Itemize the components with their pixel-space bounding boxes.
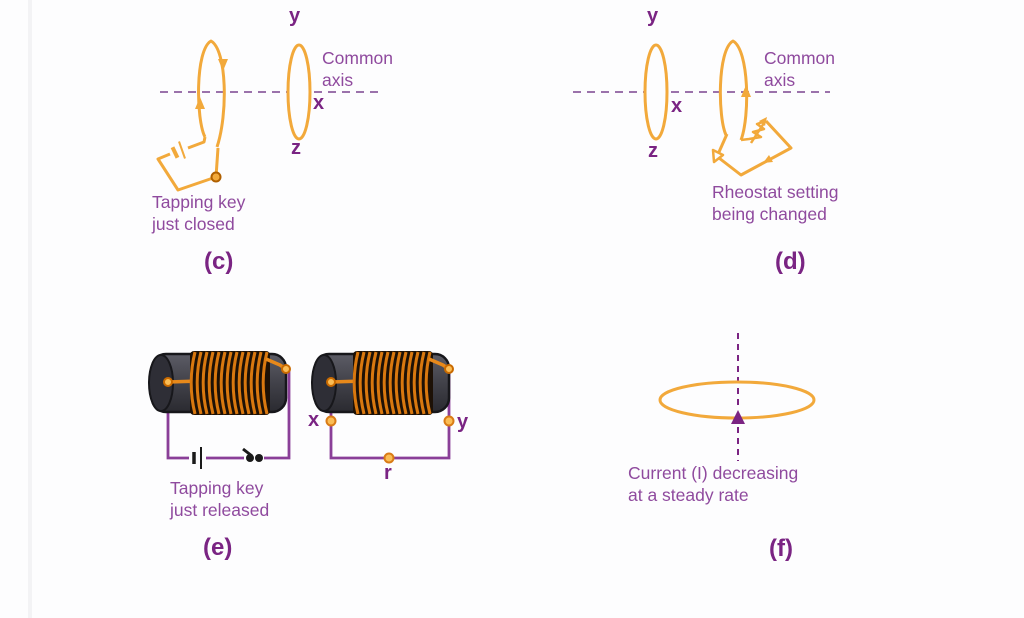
primary-solenoid-coil [147, 349, 292, 417]
panel-d-axis-label-x: x [671, 95, 683, 117]
panel-d-letter: (d) [775, 248, 806, 275]
rheostat-zigzag-icon [740, 119, 767, 142]
panel-c-axis-label-z: z [291, 137, 301, 159]
panel-f-letter: (f) [769, 535, 793, 562]
panel-f-caption: Current (I) decreasing at a steady rate [628, 463, 799, 505]
panel-e-caption: Tapping key just released [170, 478, 270, 520]
panel-c-common-axis-caption: Common axis [322, 48, 393, 90]
secondary-loop-c [286, 43, 312, 141]
tapping-key-contact-icon [210, 171, 222, 183]
panel-d-axis-label-y: y [647, 5, 659, 27]
rheostat-wiper-arrow-icon [749, 122, 766, 144]
tapping-key-contact-left-icon [246, 454, 254, 462]
panel-d-common-axis-caption: Common axis [764, 48, 835, 90]
flux-arrowhead-up-icon [731, 410, 745, 424]
panel-e-letter: (e) [203, 534, 233, 561]
circuit-current-arrowhead-icon [763, 155, 773, 163]
panel-c-letter: (c) [204, 248, 234, 275]
panel-c-axis-label-y: y [289, 5, 301, 27]
panel-e-drawing [147, 349, 455, 469]
current-arrow-up-icon-d [741, 85, 751, 97]
battery-plate-long-icon [178, 141, 186, 159]
current-arrow-down-icon [218, 59, 228, 71]
panel-d-drawing [573, 39, 830, 177]
terminal-x-dot [325, 415, 337, 427]
battery-plate-short-icon [170, 146, 180, 159]
panel-e-resistor-label-r: r [384, 462, 392, 484]
left-margin-rule [28, 0, 32, 618]
current-arrow-up-icon [195, 97, 205, 109]
resistor-r-dot [383, 452, 395, 464]
panel-c-axis-label-x: x [313, 92, 325, 114]
tapping-key-contact-right-icon [255, 454, 263, 462]
panel-e-terminal-label-y: y [457, 411, 469, 433]
panel-e-terminal-label-x: x [308, 409, 320, 431]
panel-d-axis-label-z: z [648, 140, 658, 162]
panel-c-caption: Tapping key just closed [152, 192, 246, 234]
secondary-solenoid-coil [310, 349, 455, 417]
panel-c-drawing [156, 39, 378, 192]
terminal-y-dot [443, 415, 455, 427]
panel-d-caption: Rheostat setting being changed [712, 182, 839, 224]
rheostat-wiper-arrowhead-icon [759, 117, 767, 126]
secondary-loop-d [643, 43, 669, 141]
primary-loop-with-key-circuit-c [156, 39, 226, 192]
panel-f-drawing [658, 333, 816, 461]
